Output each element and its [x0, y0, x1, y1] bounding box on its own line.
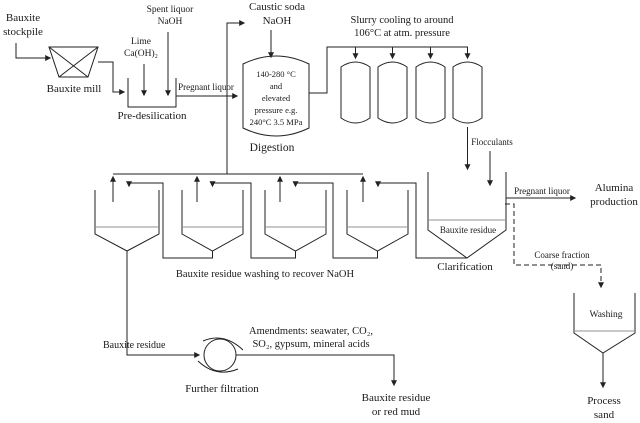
label-process-sand: Process sand: [587, 395, 621, 421]
label-washing-train: Bauxite residue washing to recover NaOH: [175, 269, 355, 280]
naoh-recycle-arrow: [227, 20, 246, 174]
underflow-washer2-to-washer1: [126, 181, 213, 258]
washer-tank-4: [347, 190, 408, 251]
label-red-mud: Bauxite residue or red mud: [361, 392, 431, 418]
digestion-outlet-line: [309, 47, 471, 93]
label-flocculants: Flocculants: [471, 137, 513, 147]
underflow-washer3-to-washer2: [209, 181, 296, 258]
label-clarification: Clarification: [437, 261, 493, 273]
label-coarse-fraction: Coarse fraction (sand): [534, 250, 590, 272]
mill-outlet-arrow: [98, 62, 126, 95]
label-pre-desilication: Pre-desilication: [117, 110, 187, 122]
label-clarifier-content: Bauxite residue: [439, 225, 497, 235]
label-residue-to-filtration: Bauxite residue: [103, 340, 166, 351]
stockpile-feed-arrow: [16, 43, 52, 61]
label-lime: Lime Ca(OH)₂: [124, 37, 158, 59]
label-sand-washing: Washing: [589, 310, 623, 320]
label-bauxite-mill: Bauxite mill: [46, 83, 102, 95]
coarse-fraction-dashed-arrow: [505, 204, 604, 289]
label-digestion-conditions: 140-280 °C and elevated pressure e.g. 24…: [249, 69, 303, 128]
underflow-washer4-to-washer3: [292, 181, 378, 258]
label-alumina-production: Alumina production: [590, 182, 638, 208]
clarifier-tank: [428, 172, 506, 258]
sand-washing-tank: [574, 293, 635, 353]
label-pregnant-liquor-1: Pregnant liquor: [178, 82, 234, 92]
washer-tank-3: [265, 190, 326, 251]
cooling-vessel-4: [453, 62, 482, 123]
red-mud-outlet-arrow: [236, 355, 397, 387]
label-spent-liquor: Spent liquor NaOH: [146, 5, 194, 27]
underflow-clarifier-to-washer4: [375, 181, 467, 258]
cooling-vessel-3: [416, 62, 445, 123]
filter-drum-circle: [204, 339, 236, 371]
washer-tank-2: [182, 190, 243, 251]
washer-tank-1: [95, 190, 159, 251]
residue-to-filtration-arrow: [127, 251, 201, 358]
filter-rotation-arc-top: [203, 338, 243, 350]
label-bauxite-stockpile: Bauxite stockpile: [3, 12, 43, 38]
label-slurry-cooling: Slurry cooling to around 106°C at atm. p…: [350, 15, 454, 40]
digestion-vessel: [243, 56, 309, 136]
label-pregnant-liquor-2: Pregnant liquor: [514, 186, 570, 196]
label-amendments: Amendments: seawater, CO₂, SO₂, gypsum, …: [249, 326, 373, 351]
predesilication-tank: [128, 78, 176, 107]
label-further-filtration: Further filtration: [185, 383, 259, 395]
cooling-vessel-1: [341, 62, 370, 123]
bauxite-mill-symbol: [49, 47, 98, 77]
label-caustic-soda: Caustic soda NaOH: [249, 1, 305, 27]
filter-rotation-arc-bottom: [198, 361, 238, 372]
label-digestion: Digestion: [249, 142, 295, 154]
cooling-vessel-2: [378, 62, 407, 123]
